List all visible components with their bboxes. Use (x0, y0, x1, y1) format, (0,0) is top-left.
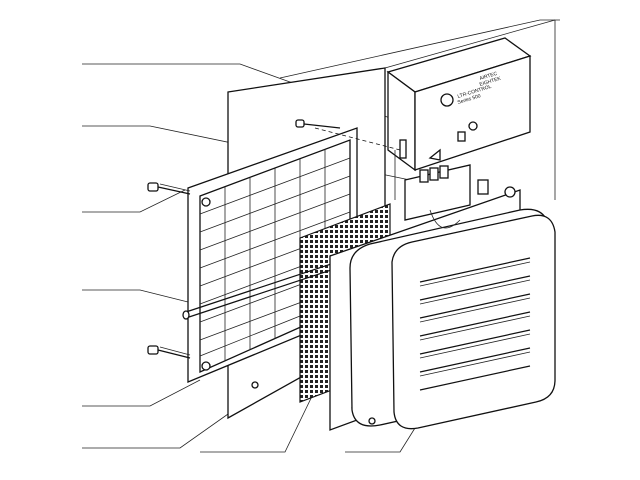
alignment-dash (314, 127, 401, 151)
controller-brand-1: AIRTEC (479, 71, 499, 82)
screw-top-right (295, 119, 341, 129)
nut-2 (368, 417, 376, 425)
leader-line-8 (345, 419, 421, 453)
screw-bottom-left (147, 345, 191, 359)
leader-line-top (279, 19, 560, 79)
screw-top-left (147, 182, 191, 195)
terminal-block (404, 164, 516, 229)
leader-line-3 (82, 189, 186, 213)
controller-box: AIRTEC EIGHTEK LTR-CONTROL Series 500 (386, 37, 532, 200)
leader-line-7 (200, 389, 316, 453)
leader-line-5 (82, 379, 201, 407)
nut-1 (251, 381, 259, 389)
leader-line-4 (82, 289, 201, 306)
heater-unit (349, 208, 556, 430)
